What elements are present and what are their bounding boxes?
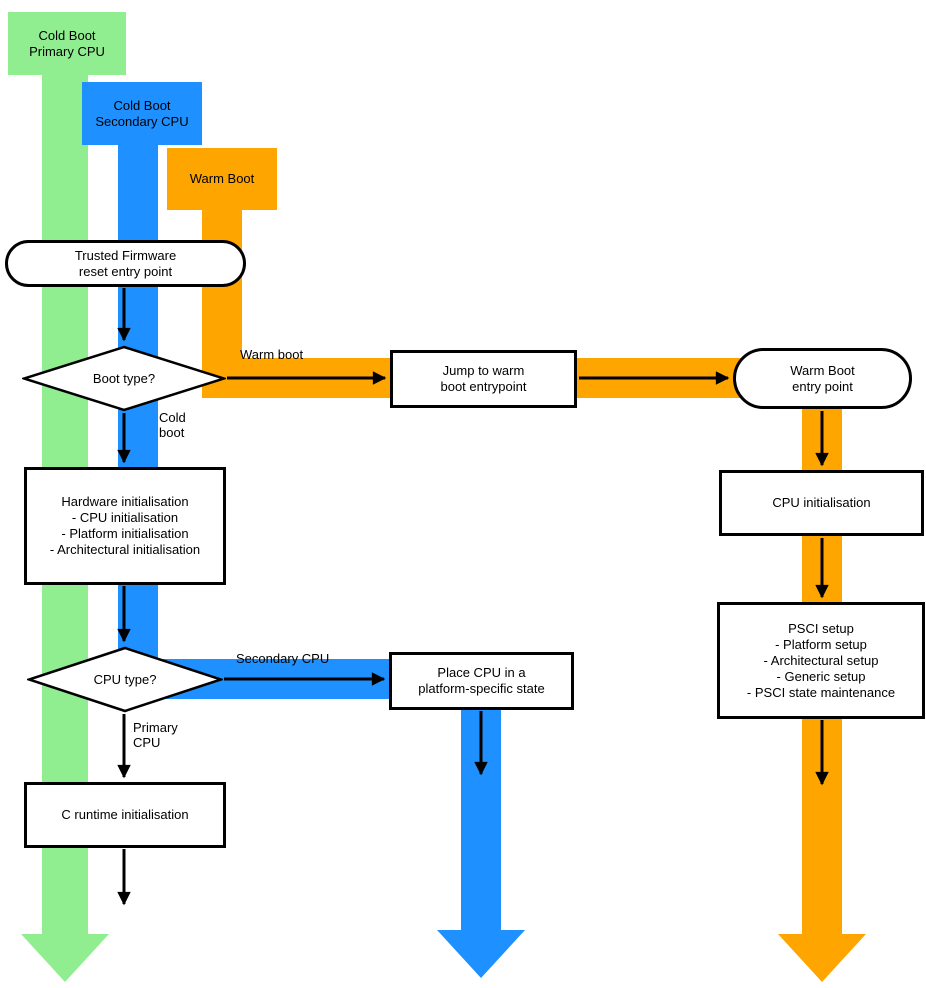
node-jump-warm-entrypoint: Jump to warm boot entrypoint: [390, 350, 577, 408]
secondary-cpu-flow-band-vertical: [118, 140, 158, 699]
edge-label-secondary-cpu: Secondary CPU: [236, 651, 330, 666]
node-cpu-initialisation: CPU initialisation: [719, 470, 924, 536]
edge-label-warm-boot: Warm boot: [240, 347, 304, 362]
secondary-cpu-flow-arrowhead: [437, 930, 525, 978]
node-reset-entry-point: Trusted Firmware reset entry point: [5, 240, 246, 287]
boot-type-label: Boot type?: [92, 370, 156, 386]
node-hardware-initialisation: Hardware initialisation - CPU initialisa…: [24, 467, 226, 585]
node-c-runtime-initialisation: C runtime initialisation: [24, 782, 226, 848]
edge-label-cold-boot: Cold boot: [159, 410, 186, 440]
cold-boot-secondary-source-label: Cold Boot Secondary CPU: [82, 82, 202, 145]
primary-cpu-flow-arrowhead: [21, 934, 109, 982]
node-boot-type-decision: Boot type?: [22, 345, 226, 412]
warm-boot-source-label: Warm Boot: [167, 148, 277, 210]
cold-boot-primary-source-label: Cold Boot Primary CPU: [8, 12, 126, 75]
node-cpu-type-decision: CPU type?: [27, 646, 223, 713]
edge-label-primary-cpu: Primary CPU: [133, 720, 178, 750]
warm-boot-flow-arrowhead: [778, 934, 866, 982]
node-psci-setup: PSCI setup - Platform setup - Architectu…: [717, 602, 925, 719]
node-place-cpu-platform-state: Place CPU in a platform-specific state: [389, 652, 574, 710]
node-warm-boot-entry-point: Warm Boot entry point: [733, 348, 912, 409]
cpu-type-label: CPU type?: [93, 671, 157, 687]
diamond-shape: [27, 646, 223, 713]
diamond-shape: [22, 345, 226, 412]
